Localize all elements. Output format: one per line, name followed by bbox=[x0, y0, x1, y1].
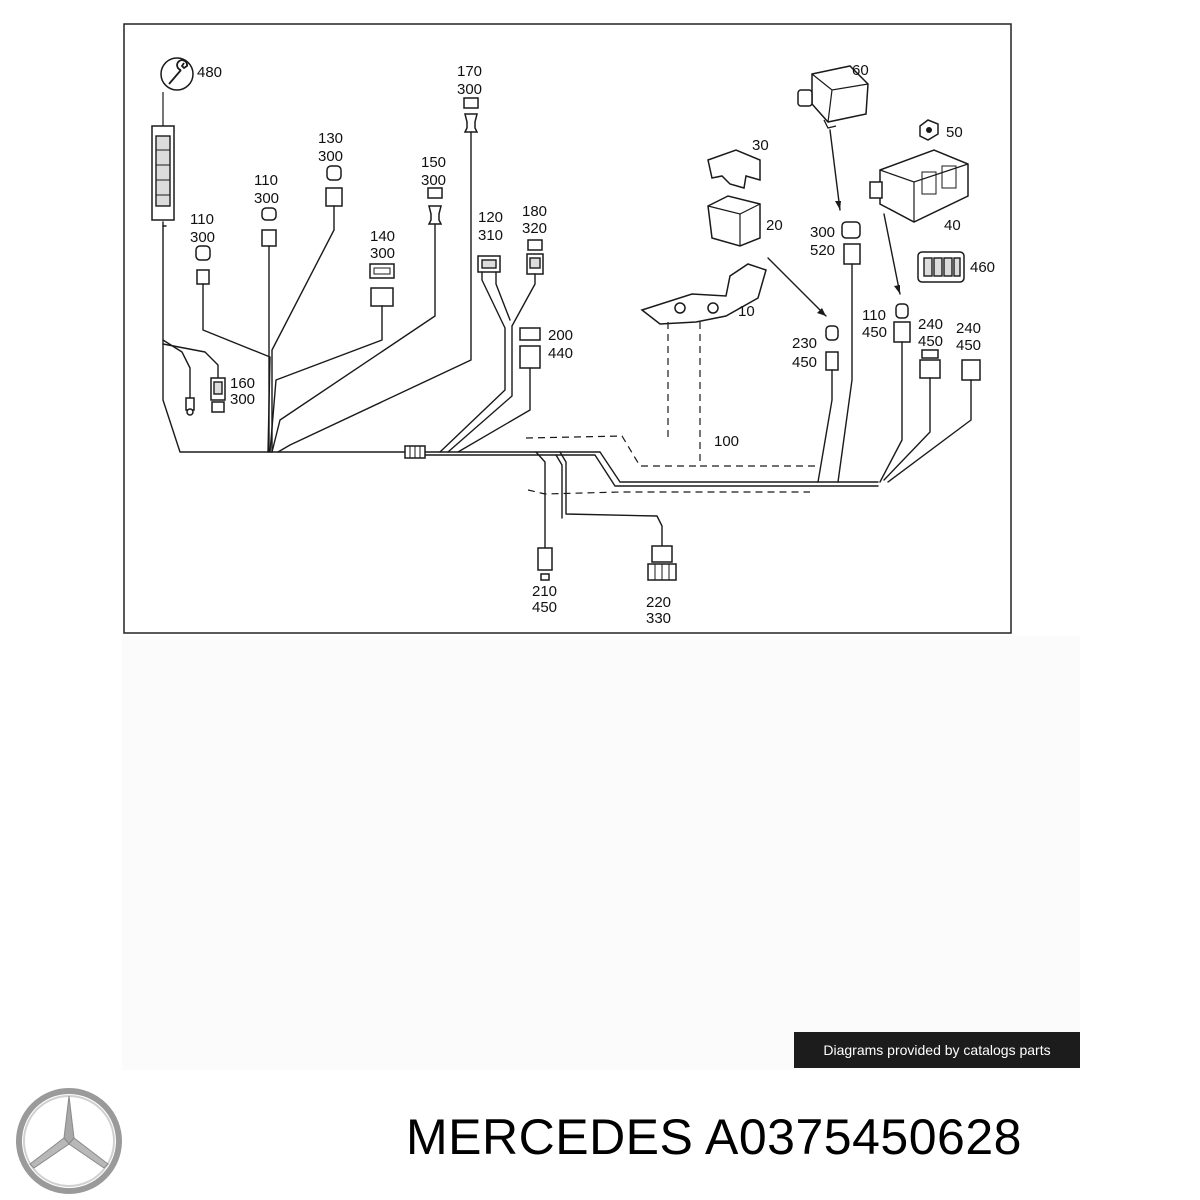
bottom-branches bbox=[525, 435, 820, 581]
connector-240-a bbox=[921, 349, 939, 359]
label-40: 40 bbox=[944, 217, 961, 234]
cover-30 bbox=[707, 149, 761, 189]
label-170-sub: 300 bbox=[457, 81, 482, 98]
label-110-mid-sub: 300 bbox=[254, 190, 279, 207]
diagram-frame bbox=[123, 23, 1012, 634]
label-230-sub: 450 bbox=[792, 354, 817, 371]
label-180: 180 bbox=[522, 203, 547, 220]
label-60: 60 bbox=[852, 62, 869, 79]
mercedes-star-icon bbox=[16, 1088, 122, 1194]
label-100: 100 bbox=[714, 433, 739, 450]
harness-trunk bbox=[162, 221, 879, 487]
label-20: 20 bbox=[766, 217, 783, 234]
label-160-sub: 300 bbox=[230, 391, 255, 408]
label-110-right-sub: 450 bbox=[862, 324, 887, 341]
label-120: 120 bbox=[478, 209, 503, 226]
connector-110-right bbox=[895, 303, 909, 319]
label-110-left-sub: 300 bbox=[190, 229, 215, 246]
label-50: 50 bbox=[946, 124, 963, 141]
label-200: 200 bbox=[548, 327, 573, 344]
label-120-sub: 310 bbox=[478, 227, 503, 244]
label-130: 130 bbox=[318, 130, 343, 147]
label-110-mid: 110 bbox=[254, 172, 278, 189]
label-110-left: 110 bbox=[190, 211, 214, 228]
label-170: 170 bbox=[457, 63, 482, 80]
connector-300-520 bbox=[841, 221, 861, 239]
label-220: 220 bbox=[646, 594, 671, 611]
label-480: 480 bbox=[197, 64, 222, 81]
label-210: 210 bbox=[532, 583, 557, 600]
product-title: MERCEDES A0375450628 bbox=[406, 1108, 1022, 1166]
label-150-sub: 300 bbox=[421, 172, 446, 189]
wiring-harness-diagram: 480 170 300 130 300 110 300 150 300 110 … bbox=[123, 23, 1012, 634]
label-300-right: 300 bbox=[810, 224, 835, 241]
bracket-10 bbox=[640, 263, 767, 325]
label-220-sub: 330 bbox=[646, 610, 671, 627]
diagram-credit-banner: Diagrams provided by catalogs parts bbox=[794, 1032, 1080, 1068]
label-10: 10 bbox=[738, 303, 755, 320]
connector-210 bbox=[537, 547, 553, 571]
label-140: 140 bbox=[370, 228, 395, 245]
relay-20 bbox=[707, 195, 761, 247]
label-240-b-sub: 450 bbox=[956, 337, 981, 354]
label-180-sub: 320 bbox=[522, 220, 547, 237]
connector-240-b bbox=[961, 359, 981, 381]
connector-200 bbox=[519, 327, 541, 341]
label-160: 160 bbox=[230, 375, 255, 392]
holder-40 bbox=[879, 149, 969, 223]
wrench-icon bbox=[160, 57, 194, 91]
label-30: 30 bbox=[752, 137, 769, 154]
right-components bbox=[640, 65, 981, 483]
connector-110-left bbox=[195, 245, 211, 261]
left-branches bbox=[151, 57, 544, 453]
label-520-right: 520 bbox=[810, 242, 835, 259]
label-200-sub: 440 bbox=[548, 345, 573, 362]
label-130-sub: 300 bbox=[318, 148, 343, 165]
label-110-right: 110 bbox=[862, 307, 886, 324]
connector-130 bbox=[326, 165, 342, 181]
connector-lug bbox=[185, 397, 195, 411]
connector-170 bbox=[463, 97, 479, 109]
connector-230 bbox=[825, 325, 839, 341]
lower-blank-panel bbox=[122, 636, 1080, 1070]
nut-50 bbox=[919, 119, 939, 141]
brand-name: MERCEDES bbox=[406, 1109, 694, 1165]
part-number: A0375450628 bbox=[705, 1109, 1022, 1165]
connector-150 bbox=[427, 187, 443, 199]
label-150: 150 bbox=[421, 154, 446, 171]
connector-110-mid bbox=[261, 207, 277, 221]
label-460: 460 bbox=[970, 259, 995, 276]
label-240-a-sub: 450 bbox=[918, 333, 943, 350]
part-labels: 480 170 300 130 300 110 300 150 300 110 … bbox=[190, 62, 995, 627]
label-240-a: 240 bbox=[918, 316, 943, 333]
label-240-b: 240 bbox=[956, 320, 981, 337]
label-210-sub: 450 bbox=[532, 599, 557, 616]
connector-220 bbox=[651, 545, 673, 563]
label-230: 230 bbox=[792, 335, 817, 352]
label-140-sub: 300 bbox=[370, 245, 395, 262]
connector-180 bbox=[527, 239, 543, 251]
